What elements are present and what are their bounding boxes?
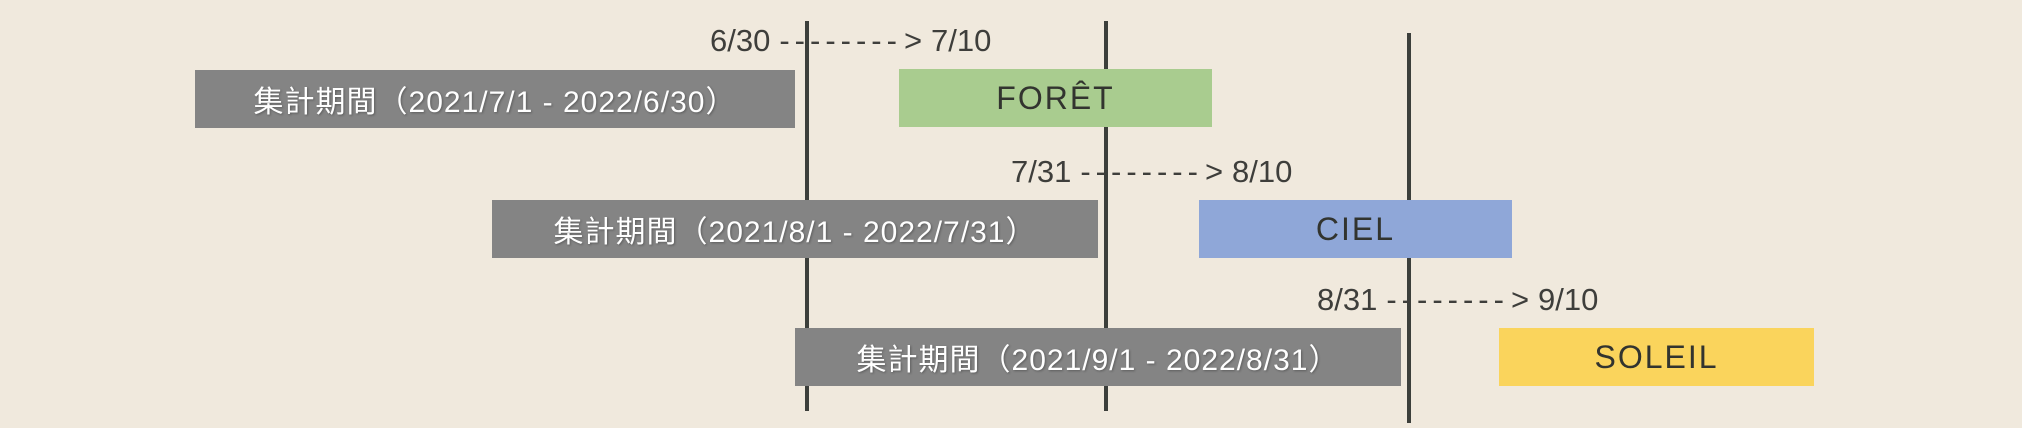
arrow-head-icon-3: > [1510,282,1530,317]
date-shift-annotation-2: 7/31 -------- > 8/10 [1011,154,1293,189]
shift-from-date-1: 6/30 [710,23,771,58]
aggregation-period-label-1: 集計期間（2021/7/1 - 2022/6/30） [253,86,737,119]
plan-bar-ciel: CIEL [1199,200,1512,258]
aggregation-period-bar-1: 集計期間（2021/7/1 - 2022/6/30） [195,70,795,128]
arrow-head-icon-1: > [903,23,923,58]
aggregation-period-label-3: 集計期間（2021/9/1 - 2022/8/31） [856,344,1340,377]
plan-name-soleil: SOLEIL [1594,338,1719,375]
shift-from-date-3: 8/31 [1317,282,1378,317]
dashed-arrow-line-2: -------- [1080,154,1203,189]
plan-name-foret: FORÊT [996,79,1115,116]
arrow-head-icon-2: > [1204,154,1224,189]
dashed-arrow-line-3: -------- [1386,282,1509,317]
date-shift-annotation-1: 6/30 -------- > 7/10 [710,23,992,58]
plan-bar-soleil: SOLEIL [1499,328,1814,386]
plan-bar-foret: FORÊT [899,69,1212,127]
aggregation-period-label-2: 集計期間（2021/8/1 - 2022/7/31） [553,216,1037,249]
plan-name-ciel: CIEL [1315,210,1396,247]
aggregation-period-bar-3: 集計期間（2021/9/1 - 2022/8/31） [795,328,1401,386]
shift-to-date-1: 7/10 [931,23,992,58]
date-shift-annotation-3: 8/31 -------- > 9/10 [1317,282,1599,317]
shift-from-date-2: 7/31 [1011,154,1072,189]
dashed-arrow-line-1: -------- [779,23,902,58]
aggregation-period-bar-2: 集計期間（2021/8/1 - 2022/7/31） [492,200,1098,258]
shift-to-date-3: 9/10 [1538,282,1599,317]
timeline-divider-2 [1104,21,1108,411]
shift-to-date-2: 8/10 [1232,154,1293,189]
